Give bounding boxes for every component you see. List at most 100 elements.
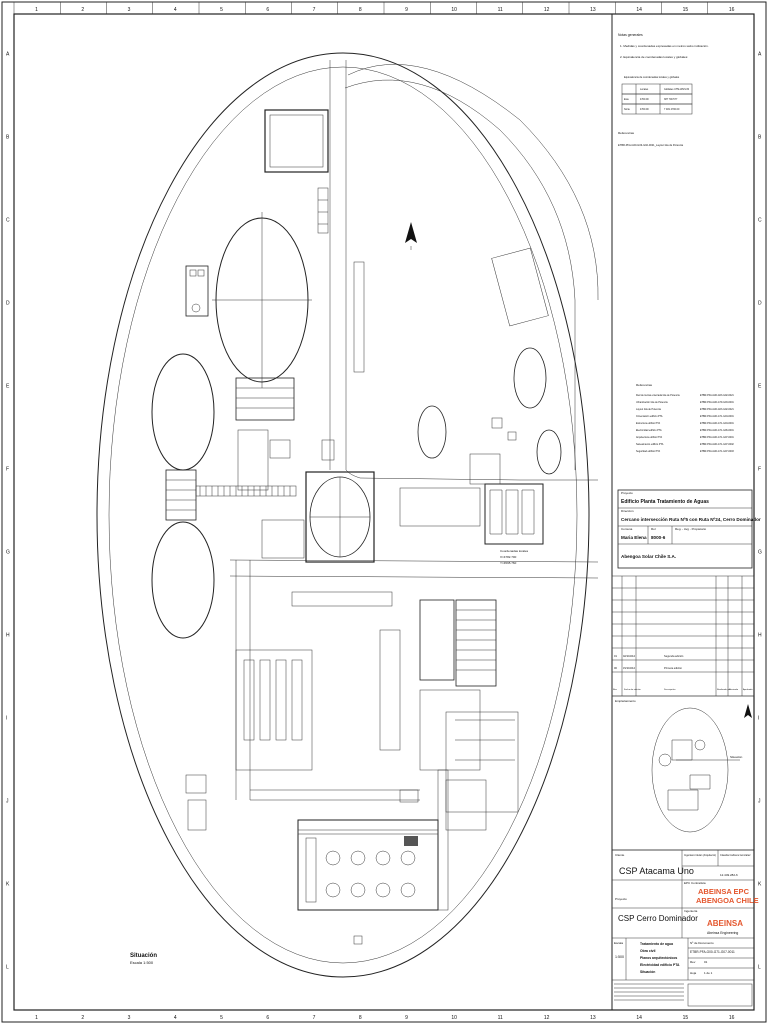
reference-doc: ETBR-PFA-G00-G71-G07-0003	[700, 450, 734, 453]
coord-cell: 4700.00	[640, 108, 649, 111]
contractor-logo-line2: ABENGOA CHILE	[696, 896, 759, 905]
border-col-top-10: 10	[451, 7, 457, 13]
title-block: Cliente CSP Atacama Uno Proyecto CSP Cer…	[611, 849, 759, 1011]
revision-header: Rev	[613, 689, 618, 691]
border-row-right-B: B	[758, 135, 762, 141]
border-row-right-D: D	[758, 301, 762, 307]
north-arrow-main	[405, 222, 417, 250]
reference-name: Seguridad edificio PTA	[636, 450, 661, 453]
proyecto-name: Edificio Planta Tratamiento de Aguas	[621, 499, 709, 505]
engineering-logo: ABEINSA	[707, 919, 743, 928]
border-row-left-J: J	[6, 799, 9, 805]
border-col-top-11: 11	[498, 7, 503, 13]
direccion-label: Dirección	[621, 509, 634, 513]
notes-ref-text: ETBR-PFA-G00-G03-G02-0021_Layout Isla de…	[618, 143, 684, 147]
note-item: 2. Equivalencia de coordenadas locales y…	[620, 55, 688, 59]
revision-header: Aprobado	[743, 688, 753, 691]
border-row-right-C: C	[758, 218, 762, 224]
coordinate-line: X=4782.700	[500, 555, 517, 559]
site-plan	[96, 52, 599, 978]
border-row-right-E: E	[758, 384, 762, 390]
border-column-labels: 1122334455667788991010111112121313141415…	[13, 2, 735, 1021]
border-row-left-F: F	[6, 467, 9, 473]
comuna-value: Maria Elena	[621, 535, 647, 540]
rol-label: Rol	[651, 527, 656, 531]
reference-name: Arquitectura edificio PTA	[636, 436, 663, 439]
situacion-scale: Escala 1:500	[130, 960, 154, 965]
border-col-top-12: 12	[544, 7, 550, 13]
border-col-bottom-16: 16	[729, 1015, 735, 1021]
border-row-left-L: L	[6, 965, 9, 971]
border-col-top-4: 4	[174, 7, 177, 13]
border-col-bottom-12: 12	[544, 1015, 550, 1021]
revision-number: 00	[614, 666, 617, 670]
border-row-left-C: C	[6, 218, 10, 224]
arquitecto-label: Ingeniero titular (Arquitecto)	[684, 853, 716, 857]
reference-doc: ETBR-PFA-G00-G71-G07-0002	[700, 443, 734, 446]
border-row-right-K: K	[758, 882, 762, 888]
border-col-top-2: 2	[81, 7, 84, 13]
revision-table	[611, 575, 755, 697]
revision-description: Segunda edición	[664, 654, 684, 658]
tb-proyecto-label: Proyecto	[615, 897, 627, 901]
comuna-label: Comuna	[621, 527, 633, 531]
rev-label: Rev	[690, 960, 696, 964]
notes-title: Notas generales	[618, 33, 643, 37]
reference-doc: ETBR-PFA-G00-G71-G04-0001	[700, 415, 734, 418]
border-col-top-3: 3	[128, 7, 131, 13]
coord-cell: 7 481 4700.00	[664, 108, 680, 111]
border-row-right-H: H	[758, 633, 762, 639]
coordinate-line: Y=4595.760	[500, 561, 517, 565]
hoja-label: Hoja	[690, 971, 697, 975]
border-col-bottom-11: 11	[498, 1015, 503, 1021]
border-col-bottom-9: 9	[405, 1015, 408, 1021]
direccion-value: Cercano intersección Ruta Nº5 con Ruta N…	[621, 517, 761, 522]
references-title: Referencias	[636, 383, 653, 387]
border-row-left-D: D	[6, 301, 10, 307]
border-col-top-14: 14	[636, 7, 642, 13]
doc-num: ETBR-PFA-G00-G71-G07-0011	[690, 950, 735, 954]
project-info-block: Proyecto Edificio Planta Tratamiento de …	[617, 489, 761, 569]
escala-label: Escala	[614, 941, 623, 945]
situacion-title: Situación	[130, 953, 157, 959]
border-row-left-B: B	[6, 135, 10, 141]
reg-label: Reg. - Avg - Propietario	[675, 527, 706, 531]
coord-cell: Norte	[624, 108, 631, 111]
contractor-label: EPC Contratista	[684, 881, 706, 885]
notes-ref-title: Referencias	[618, 131, 635, 135]
border-col-bottom-8: 8	[359, 1015, 362, 1021]
border-col-top-9: 9	[405, 7, 408, 13]
reference-doc: ETBR-PFA-G00-G71-G06-0001	[700, 429, 734, 432]
border-col-bottom-14: 14	[636, 1015, 642, 1021]
revision-header: Revisado	[729, 689, 739, 691]
border-col-top-15: 15	[683, 7, 689, 13]
border-row-right-L: L	[758, 965, 761, 971]
coord-table-caption: Equivalencia de coordenadas locales y gl…	[624, 75, 680, 79]
rev-value: 01	[704, 960, 708, 964]
reference-doc: ETBR-PFA-G00-G03-G02-0021	[700, 394, 734, 397]
reference-name: Layout Isla de Potencia	[636, 408, 662, 411]
revision-number: 01	[614, 654, 617, 658]
note-item: 1. Medidas y coordenadas expresadas en m…	[620, 44, 709, 48]
coord-cell: Este	[624, 98, 629, 101]
border-col-bottom-15: 15	[683, 1015, 689, 1021]
doc-num-label: Nº de Documento	[690, 941, 714, 945]
reference-name: Cimentación edificio PTA	[636, 415, 663, 418]
cliente-label: Cliente	[615, 853, 625, 857]
coord-header: Locales	[640, 88, 649, 91]
border-col-top-8: 8	[359, 7, 362, 13]
border-col-bottom-1: 1	[35, 1015, 38, 1021]
border-row-left-H: H	[6, 633, 10, 639]
titulo-line: Electricidad edificio PTA	[640, 963, 680, 967]
border-row-left-E: E	[6, 384, 10, 390]
border-row-left-G: G	[6, 550, 10, 556]
north-arrow-small	[744, 704, 752, 718]
coord-cell: 4700.00	[640, 98, 649, 101]
